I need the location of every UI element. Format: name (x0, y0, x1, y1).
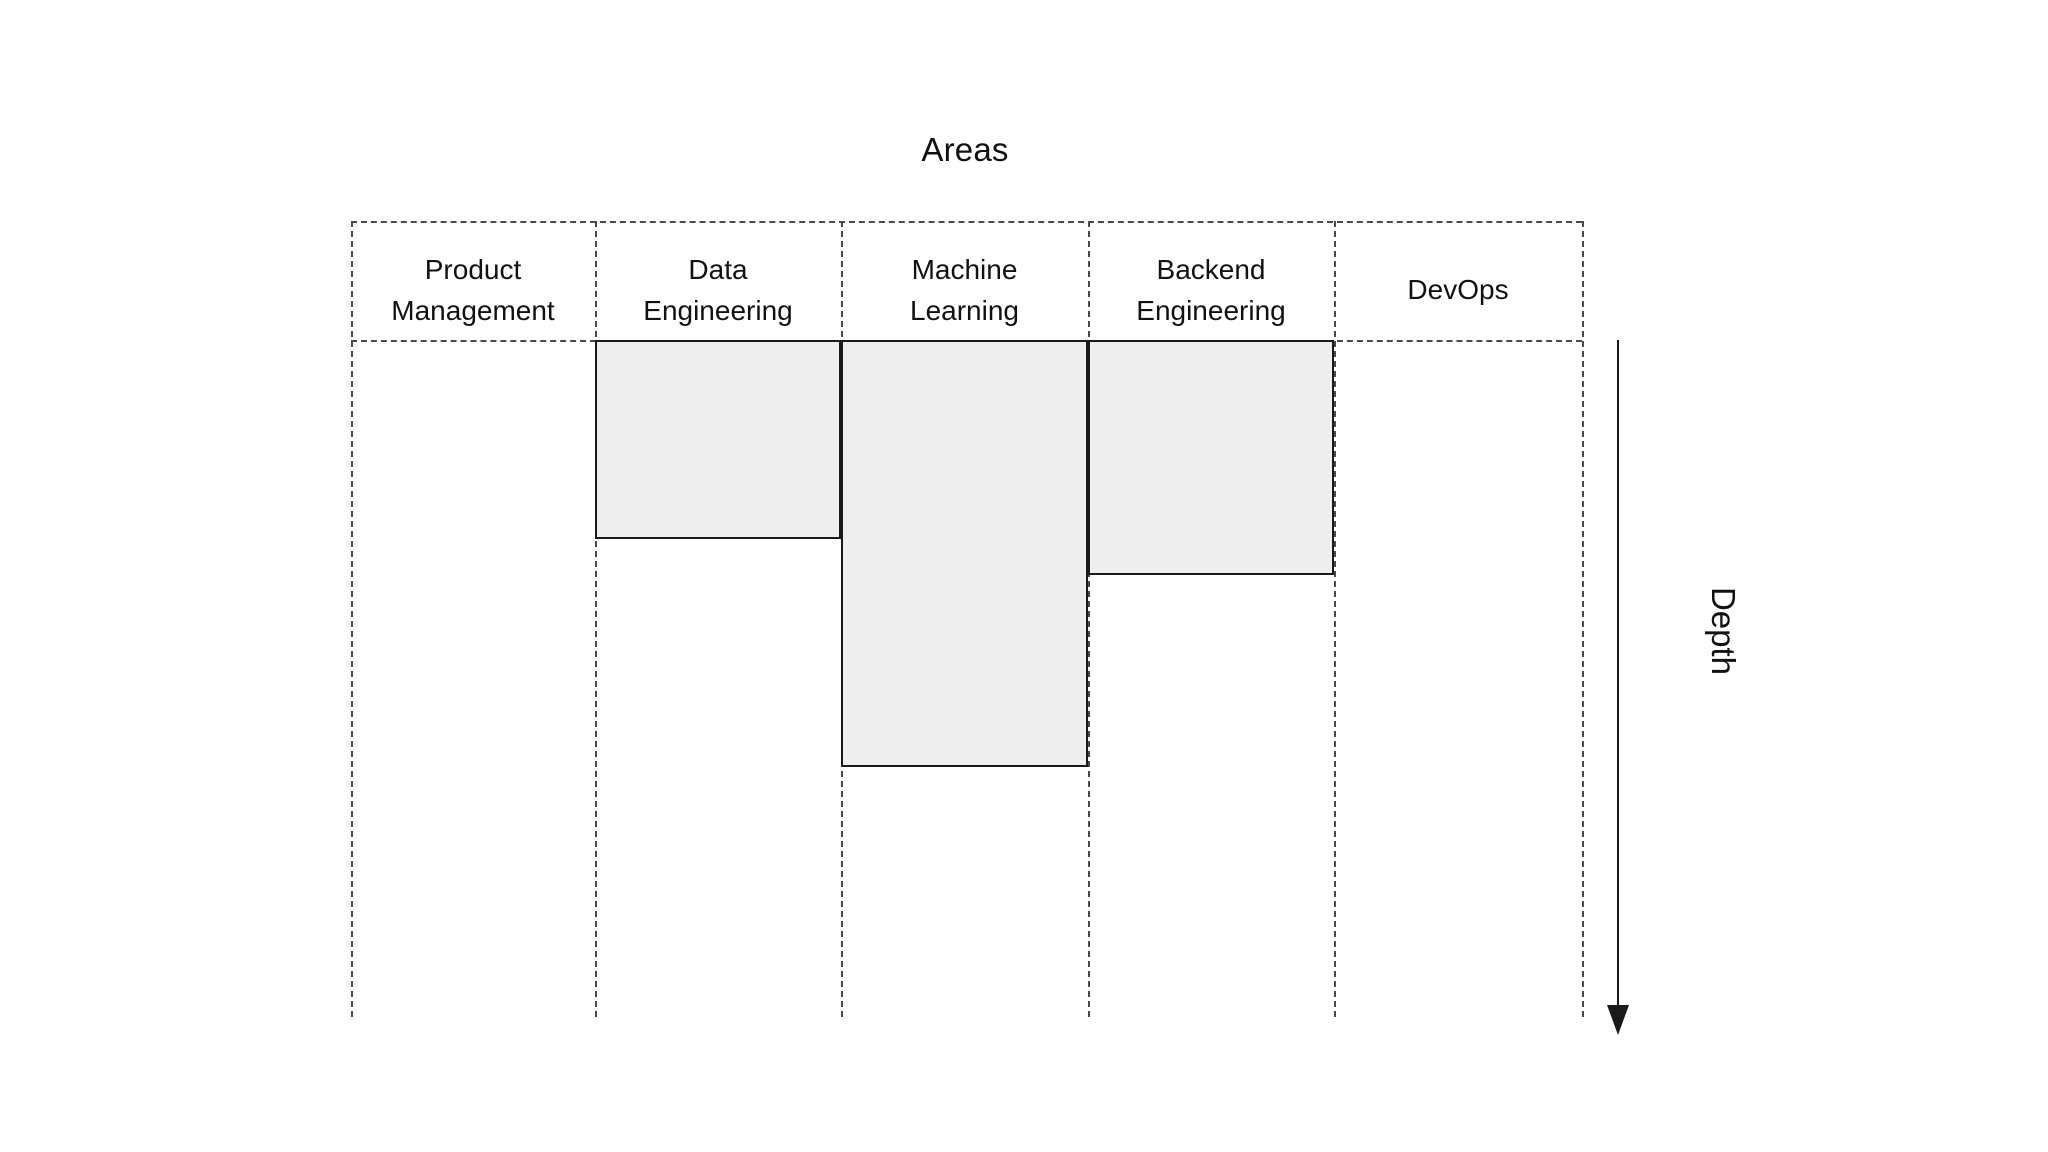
grid-line-column-machine-learning-right (1088, 221, 1090, 1017)
grid-line-column-left-edge (351, 221, 353, 1017)
column-header-machine-learning: Machine Learning (841, 221, 1088, 340)
column-header-product-management-line2: Management (391, 295, 555, 326)
column-header-backend-engineering-line2: Engineering (1136, 295, 1286, 326)
column-header-machine-learning-line2: Learning (910, 295, 1019, 326)
column-header-devops-line1: DevOps (1407, 274, 1509, 305)
column-header-data-engineering-line2: Engineering (643, 295, 793, 326)
column-header-data-engineering: Data Engineering (595, 221, 841, 340)
column-header-devops: DevOps (1334, 221, 1582, 340)
grid-line-column-product-management-right (595, 221, 597, 1017)
chart-title: Areas (921, 131, 1009, 168)
column-header-data-engineering-line1: Data (688, 254, 748, 285)
bar-machine-learning (841, 340, 1088, 767)
column-header-backend-engineering-line1: Backend (1156, 254, 1266, 285)
bar-backend-engineering (1088, 340, 1334, 575)
depth-axis-label: Depth (1705, 586, 1742, 676)
depth-axis-line (1617, 340, 1619, 1012)
column-header-backend-engineering: Backend Engineering (1088, 221, 1334, 340)
column-header-machine-learning-line1: Machine (911, 254, 1018, 285)
grid-line-header-top (351, 221, 1582, 223)
depth-arrow-icon (1607, 1005, 1629, 1035)
column-header-product-management-line1: Product (424, 254, 522, 285)
column-header-product-management: Product Management (351, 221, 595, 340)
grid-line-column-backend-engineering-right (1334, 221, 1336, 1017)
bar-data-engineering (595, 340, 841, 539)
grid-line-column-right-edge (1582, 221, 1584, 1017)
